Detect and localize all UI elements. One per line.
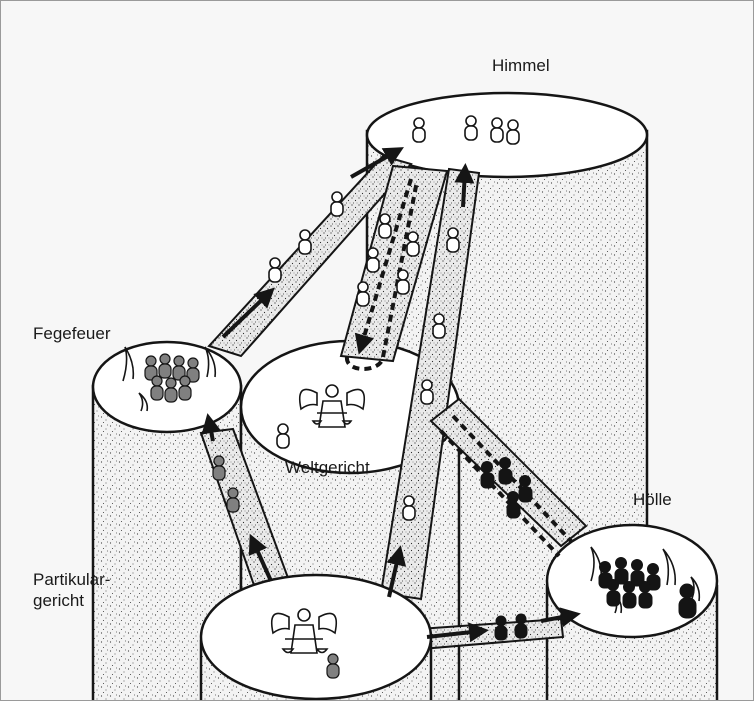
heaven-label: Himmel	[492, 55, 550, 76]
soul-figure-icon	[639, 582, 652, 609]
particular-judgement-label-line1: Partikular-	[33, 569, 110, 590]
last-judgement-label: Weltgericht	[285, 457, 370, 478]
soul-figure-icon	[367, 248, 379, 272]
soul-figure-icon	[491, 118, 503, 142]
soul-figure-icon	[165, 378, 177, 402]
soul-figure-icon	[499, 458, 512, 485]
soul-figure-icon	[179, 376, 191, 400]
hell-label: Hölle	[633, 489, 672, 510]
soul-figure-icon	[507, 492, 520, 519]
particular-judgement-label: Partikular- gericht	[33, 569, 110, 611]
soul-figure-icon	[495, 616, 507, 640]
soul-figure-icon	[277, 424, 289, 448]
soul-figure-icon	[403, 496, 415, 520]
arrow-icon	[463, 171, 465, 207]
soul-figure-icon	[519, 476, 532, 503]
soul-figure-icon	[379, 214, 391, 238]
soul-figure-icon	[623, 582, 636, 609]
soul-figure-icon	[507, 120, 519, 144]
soul-figure-icon	[397, 270, 409, 294]
particular-judgement-label-line2: gericht	[33, 590, 110, 611]
soul-figure-icon	[433, 314, 445, 338]
soul-figure-icon	[447, 228, 459, 252]
soul-figure-icon	[421, 380, 433, 404]
soul-figure-icon	[357, 282, 369, 306]
soul-figure-icon	[679, 584, 696, 618]
soul-figure-icon	[515, 614, 527, 638]
soul-figure-icon	[213, 456, 225, 480]
soul-figure-icon	[465, 116, 477, 140]
soul-figure-icon	[407, 232, 419, 256]
particular-judgement-top	[201, 575, 431, 699]
soul-figure-icon	[269, 258, 281, 282]
soul-figure-icon	[331, 192, 343, 216]
soul-figure-icon	[151, 376, 163, 400]
soul-figure-icon	[299, 230, 311, 254]
soul-figure-icon	[159, 354, 171, 378]
soul-figure-icon	[615, 558, 628, 585]
particular-judgement-pillar	[201, 575, 431, 701]
soul-figure-icon	[413, 118, 425, 142]
soul-figure-icon	[227, 488, 239, 512]
soul-figure-icon	[327, 654, 339, 678]
purgatory-label: Fegefeuer	[33, 323, 111, 344]
soul-figure-icon	[481, 462, 494, 489]
soul-figure-icon	[607, 580, 620, 607]
